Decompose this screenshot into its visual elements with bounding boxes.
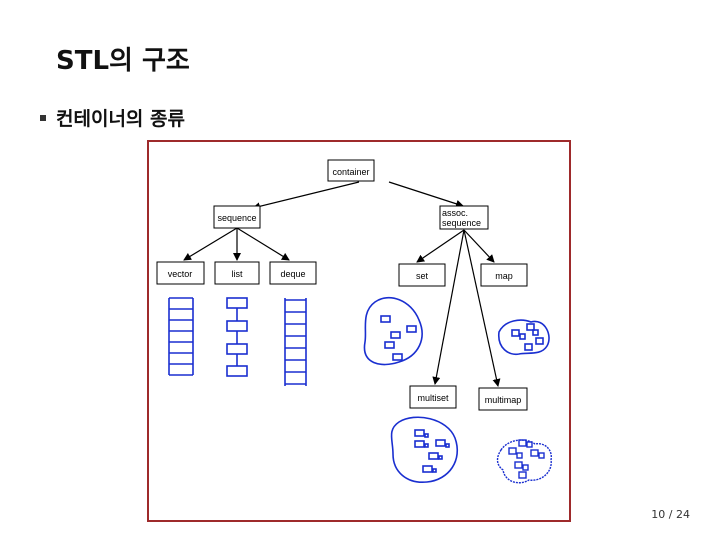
page-total: 24 — [676, 508, 690, 521]
svg-text:map: map — [495, 271, 513, 281]
hierarchy-diagram: container sequence assoc. sequence vecto… — [156, 159, 552, 484]
node-multiset: multiset — [409, 385, 457, 409]
node-container: container — [327, 159, 375, 182]
node-multimap: multimap — [478, 387, 528, 411]
page-separator: / — [668, 508, 673, 521]
node-list: list — [214, 261, 260, 285]
set-structure-illustration — [363, 296, 423, 366]
svg-text:sequence: sequence — [217, 213, 256, 223]
arrow-assoc-multimap — [463, 229, 501, 387]
svg-text:assoc.: assoc. — [442, 208, 468, 218]
arrow-sequence-vector — [183, 227, 238, 261]
svg-text:vector: vector — [168, 269, 193, 279]
multiset-structure-illustration — [390, 416, 459, 483]
arrow-assoc-set — [416, 229, 465, 263]
page-current: 10 — [651, 508, 666, 521]
hierarchy-arrows — [183, 181, 501, 387]
bullet-square-icon — [40, 115, 46, 121]
node-vector: vector — [156, 261, 205, 285]
map-structure-illustration — [498, 319, 550, 356]
container-hierarchy-figure: container sequence assoc. sequence vecto… — [147, 140, 571, 522]
node-set: set — [398, 263, 446, 287]
arrow-sequence-deque — [236, 227, 290, 261]
bullet-item: 컨테이너의 종류 — [40, 104, 185, 131]
page-number: 10 / 24 — [651, 508, 690, 521]
svg-text:multimap: multimap — [485, 395, 522, 405]
arrow-assoc-map — [463, 229, 495, 263]
svg-text:multiset: multiset — [417, 393, 449, 403]
svg-text:list: list — [232, 269, 243, 279]
vector-structure-illustration — [168, 297, 194, 376]
svg-text:set: set — [416, 271, 429, 281]
node-assoc-sequence: assoc. sequence — [439, 205, 489, 230]
deque-structure-illustration — [284, 298, 307, 386]
list-structure-illustration — [226, 297, 248, 377]
node-deque: deque — [269, 261, 317, 285]
node-sequence: sequence — [213, 205, 261, 229]
slide-title: STL의 구조 — [56, 46, 190, 76]
svg-text:sequence: sequence — [442, 218, 481, 228]
arrow-container-sequence — [252, 181, 360, 211]
arrow-container-assoc — [388, 181, 464, 208]
arrow-assoc-multiset — [432, 229, 465, 385]
multimap-structure-illustration — [496, 439, 552, 484]
svg-text:deque: deque — [280, 269, 305, 279]
svg-text:container: container — [332, 167, 369, 177]
bullet-text: 컨테이너의 종류 — [56, 108, 185, 130]
node-map: map — [480, 263, 528, 287]
